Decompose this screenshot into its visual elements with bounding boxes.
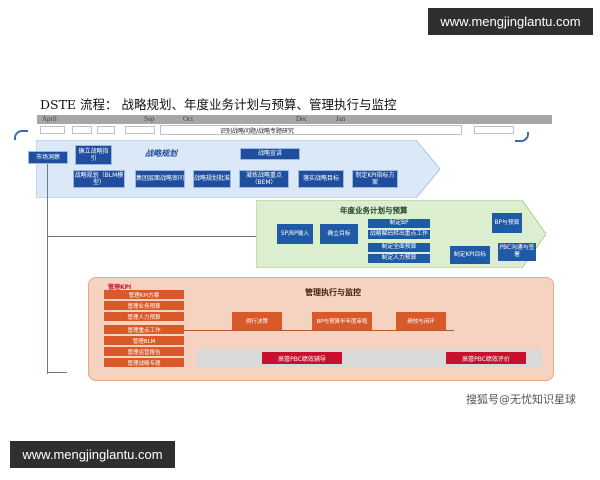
execution-item-4: 管理重点工作 xyxy=(104,325,184,334)
annual-step-2: 战略解码转出重点工作 xyxy=(368,230,430,239)
execution-connector xyxy=(184,330,454,331)
phase-arrow-2 xyxy=(72,126,92,134)
execution-item-5: 管理BLM xyxy=(104,336,184,345)
target-box: 确立目标 xyxy=(320,224,358,244)
phase-arrow-3 xyxy=(97,126,115,134)
source-credit: 搜狐号@无忧知识星球 xyxy=(466,393,576,406)
timeline-month-dec: Dec xyxy=(296,115,308,123)
timeline-month-april: April xyxy=(42,115,57,123)
phase-arrow-1 xyxy=(40,126,65,134)
execution-item-6: 管理运营报告 xyxy=(104,347,184,356)
watermark-top: www.mengjinglantu.com xyxy=(428,8,593,35)
confirm-strategy-box: 确立战略指引 xyxy=(75,145,112,165)
bp-budget-box: BP与预算 xyxy=(492,213,522,233)
strategy-step-2: 集团层面战略审问 xyxy=(135,170,185,188)
annual-plan-label: 年度业务计划与预算 xyxy=(340,206,408,215)
flow-routine-decision: 例行决策 xyxy=(232,312,282,330)
market-insight-box: 市场洞察 xyxy=(28,151,68,164)
timeline-month-sep: Sep xyxy=(144,115,155,123)
pbc-eval-box: 高管PBC绩效评价 xyxy=(446,352,526,364)
timeline-month-oct: Oct xyxy=(183,115,194,123)
connector-h2 xyxy=(47,372,67,373)
slide-title: DSTE 流程： 战略规划、年度业务计划与预算、管理执行与监控 xyxy=(40,97,397,112)
strategy-step-1: 战略规划（BLM模型） xyxy=(73,170,125,188)
connector-h1 xyxy=(47,236,269,237)
cycle-arrow-left-icon xyxy=(14,130,28,140)
cycle-arrow-right-icon xyxy=(515,132,529,142)
annual-step-3: 制定全面预算 xyxy=(368,243,430,252)
flow-half-year-review: BP与预算半年度审视 xyxy=(312,312,372,330)
strategy-step-5: 落实战略目标 xyxy=(298,170,344,188)
phase-arrow-end xyxy=(474,126,514,134)
spdbp-input-box: SP/BP输入 xyxy=(277,224,313,244)
annual-step-4: 制定人力预算 xyxy=(368,254,430,263)
strategy-step-3: 战略规划批准 xyxy=(193,170,231,188)
banner-arrow xyxy=(160,125,462,135)
execution-item-1: 管理KPI方案 xyxy=(104,290,184,299)
annual-step-1: 制定BP xyxy=(368,219,430,228)
connector-left-vertical xyxy=(47,164,48,374)
strategy-review-box: 战略宣讲 xyxy=(240,148,300,160)
timeline-bar xyxy=(37,115,552,124)
phase-arrow-4 xyxy=(125,126,155,134)
strategy-step-6: 制定KPI指标方案 xyxy=(352,170,398,188)
execution-item-7: 管理战略专题 xyxy=(104,358,184,367)
watermark-bottom: www.mengjinglantu.com xyxy=(10,441,175,468)
strategy-step-4: 凝炼战略重点（BEM） xyxy=(239,170,289,188)
execution-item-2: 管理业务预算 xyxy=(104,301,184,310)
kpi-target-box: 制定KPI目标 xyxy=(450,246,490,264)
banner-text: 识别战略问题/战略专题研究 xyxy=(220,128,295,135)
execution-group-label: 管理KPI xyxy=(108,284,132,291)
execution-item-3: 管理人力预算 xyxy=(104,312,184,321)
pbc-coach-box: 高管PBC绩效辅导 xyxy=(262,352,342,364)
strategy-phase-label: 战略规划 xyxy=(145,149,177,158)
execution-label: 管理执行与监控 xyxy=(305,288,361,297)
flow-closed-loop: 绩效与闭环 xyxy=(396,312,446,330)
pbc-sign-box: PBC沟通与签署 xyxy=(498,243,536,261)
timeline-month-jan: Jan xyxy=(336,115,346,123)
